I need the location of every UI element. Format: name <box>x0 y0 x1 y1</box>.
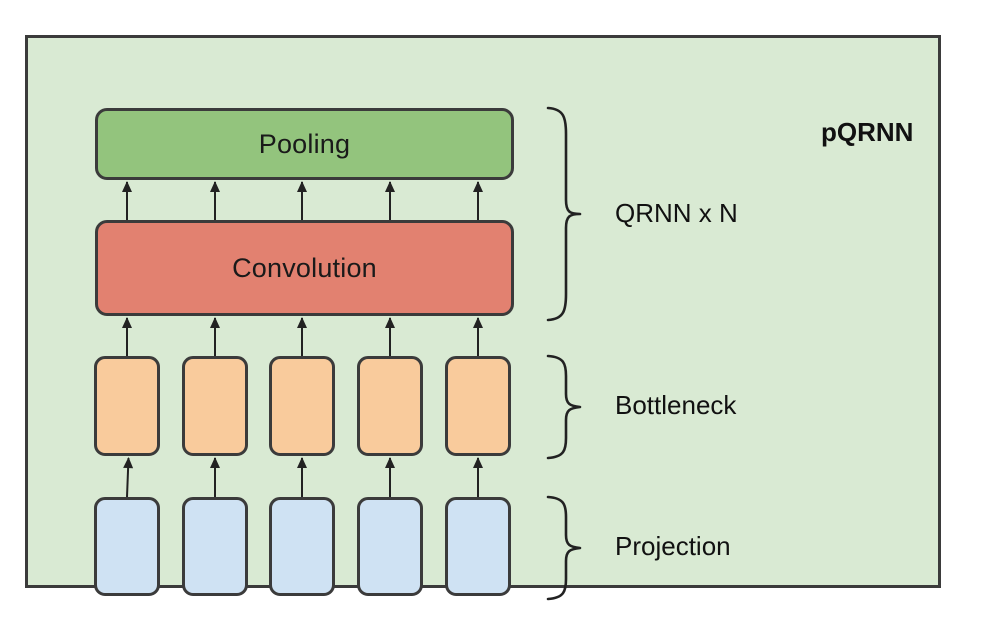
projection-unit-3 <box>269 497 335 596</box>
arrow-projection-to-bottleneck-5 <box>473 457 483 497</box>
arrow-bottleneck-to-conv-3 <box>297 317 307 356</box>
arrow-conv-to-pooling-3 <box>297 181 307 220</box>
bottleneck-unit-2 <box>182 356 248 456</box>
arrow-conv-to-pooling-4 <box>385 181 395 220</box>
arrow-bottleneck-to-conv-2 <box>210 317 220 356</box>
diagram-title: pQRNN <box>821 117 914 147</box>
group-label-bottleneck: Bottleneck <box>615 390 737 420</box>
brace-bottleneck-icon <box>544 352 590 467</box>
bottleneck-unit-3 <box>269 356 335 456</box>
arrow-conv-to-pooling-5 <box>473 181 483 220</box>
projection-unit-4 <box>357 497 423 596</box>
group-label-qrnn: QRNN x N <box>615 198 738 228</box>
bottleneck-unit-4 <box>357 356 423 456</box>
layer-pooling-label: Pooling <box>258 128 351 159</box>
arrow-projection-to-bottleneck-4 <box>385 457 395 497</box>
projection-unit-2 <box>182 497 248 596</box>
arrow-conv-to-pooling-2 <box>210 181 220 220</box>
layer-convolution: Convolution <box>95 220 514 316</box>
bottleneck-unit-1 <box>94 356 160 456</box>
layer-convolution-label: Convolution <box>232 252 377 283</box>
layer-pooling: Pooling <box>95 108 514 180</box>
arrow-projection-to-bottleneck-3 <box>297 457 307 497</box>
group-label-projection: Projection <box>615 531 731 561</box>
arrow-bottleneck-to-conv-5 <box>473 317 483 356</box>
diagram-frame: pQRNN Pooling Convolution <box>25 35 941 601</box>
arrow-projection-to-bottleneck-1 <box>126 457 130 498</box>
arrow-bottleneck-to-conv-1 <box>122 317 132 356</box>
bottleneck-unit-5 <box>445 356 511 456</box>
projection-unit-1 <box>94 497 160 596</box>
arrow-conv-to-pooling-1 <box>122 181 132 220</box>
arrow-projection-to-bottleneck-2 <box>210 457 220 497</box>
brace-projection-icon <box>544 493 590 608</box>
arrow-bottleneck-to-conv-4 <box>385 317 395 356</box>
projection-unit-5 <box>445 497 511 596</box>
brace-qrnn-icon <box>544 104 590 329</box>
